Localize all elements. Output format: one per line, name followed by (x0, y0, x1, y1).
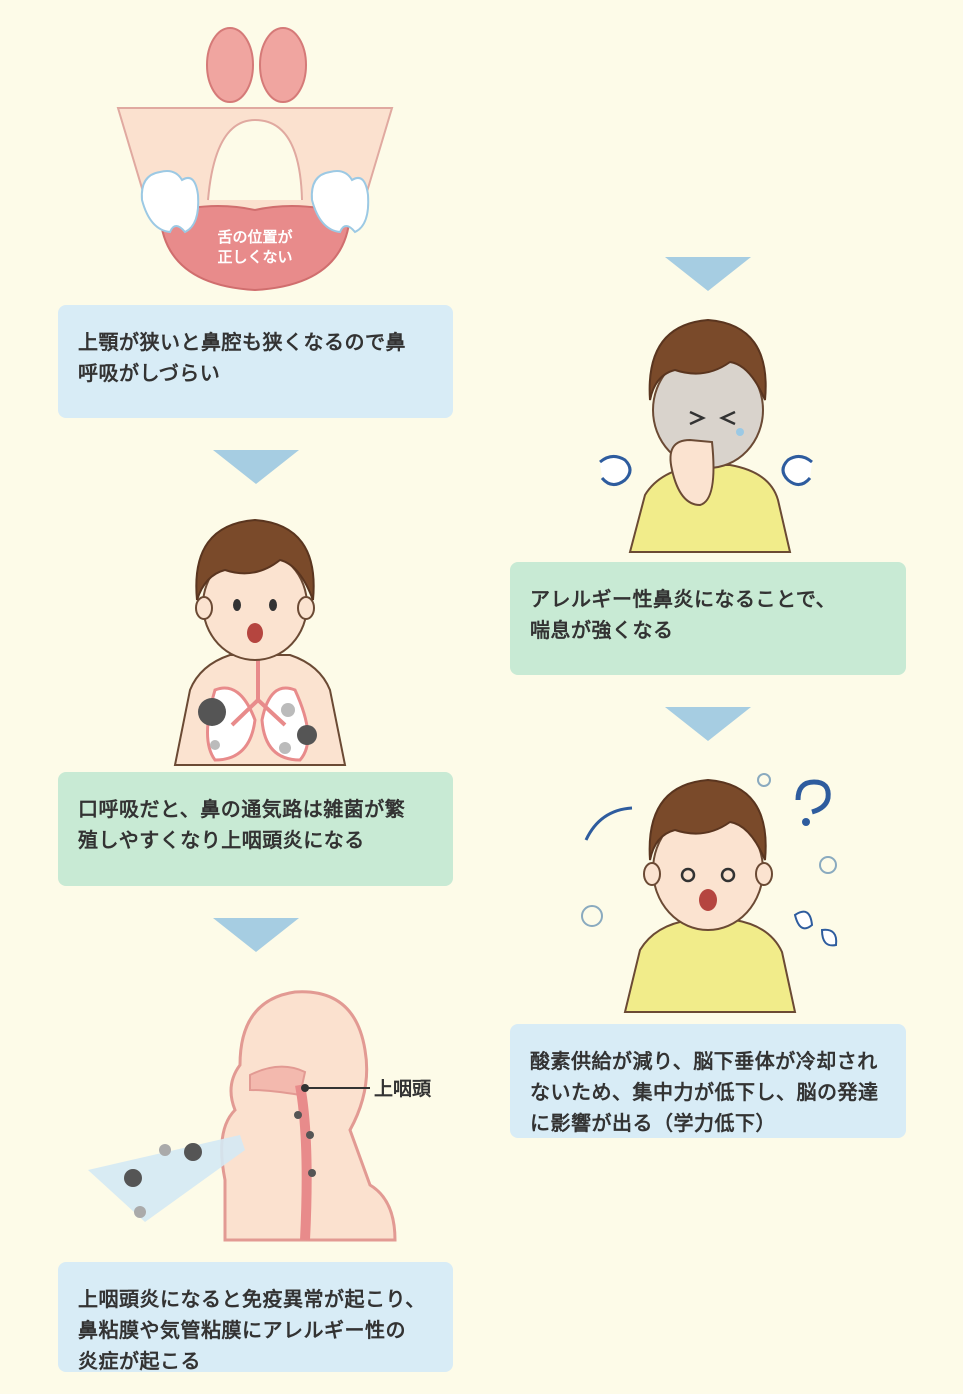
step-box-asthma: アレルギー性鼻炎になることで、 喘息が強くなる (510, 562, 906, 675)
down-arrow-2 (213, 918, 299, 952)
step-box-pharyngitis: 上咽頭炎になると免疫異常が起こり、 鼻粘膜や気管粘膜にアレルギー性の 炎症が起こ… (58, 1262, 453, 1373)
step-box-concentration: 酸素供給が減り、脳下垂体が冷却され ないため、集中力が低下し、脳の発達 に影響が… (510, 1024, 906, 1138)
down-arrow-1 (213, 450, 299, 484)
tongue-label-line1: 舌の位置が (217, 228, 293, 246)
step-box-narrow-jaw: 上顎が狭いと鼻腔も狭くなるので鼻 呼吸がしづらい (58, 305, 453, 418)
down-arrow-4 (665, 707, 751, 741)
down-arrow-3 (665, 257, 751, 291)
tongue-label-line2: 正しくない (217, 248, 292, 266)
step-box-mouth-breathing: 口呼吸だと、鼻の通気路は雑菌が繁 殖しやすくなり上咽頭炎になる (58, 772, 453, 886)
pharynx-label: 上咽頭 (374, 1078, 432, 1100)
